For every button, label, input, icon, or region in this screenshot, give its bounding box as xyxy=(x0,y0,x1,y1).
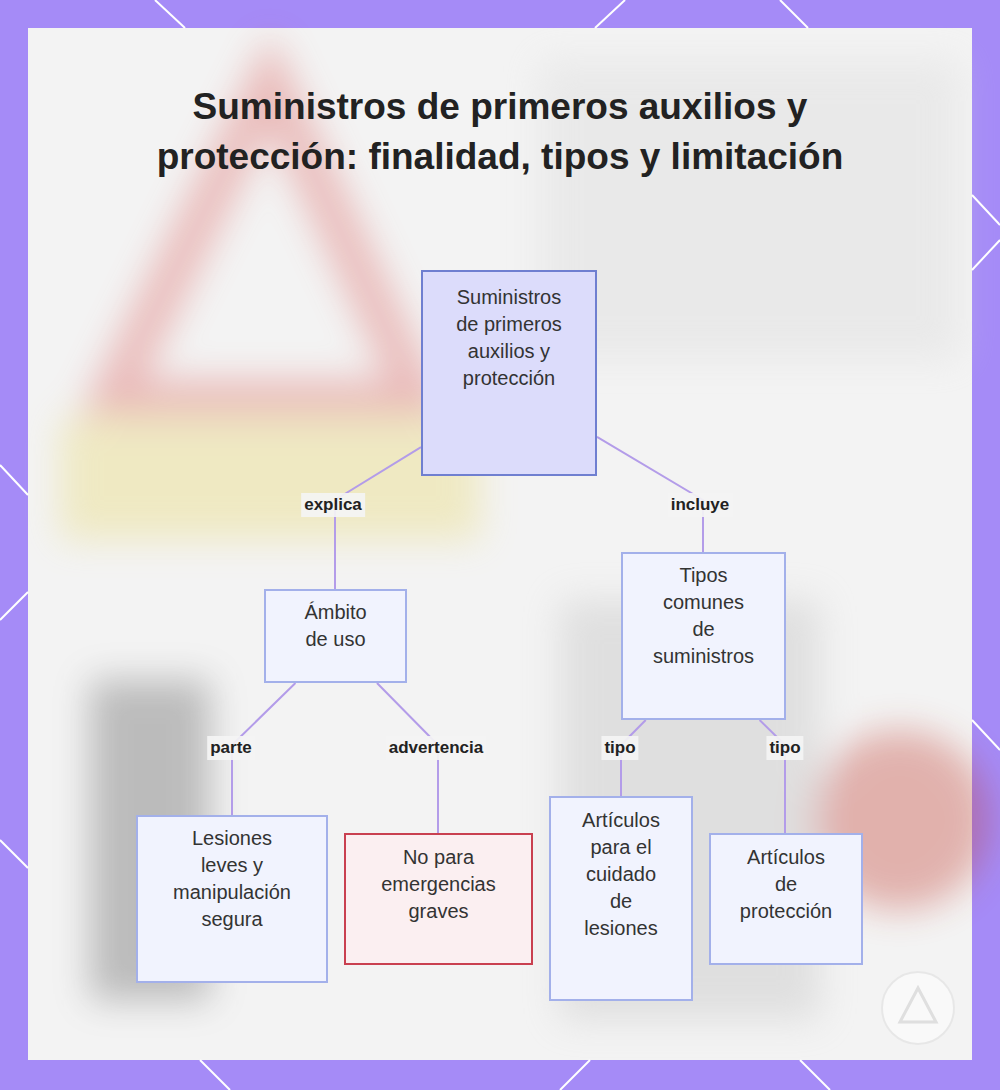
watermark-logo xyxy=(882,972,954,1044)
node-text: Suministros de primeros auxilios y prote… xyxy=(453,284,565,392)
node-text: Ámbito de uso xyxy=(296,599,375,653)
logo-circle xyxy=(882,972,954,1044)
frame-line xyxy=(972,240,1000,270)
edge-label: parte xyxy=(207,736,255,760)
blurred-triangle xyxy=(110,80,420,400)
frame-line xyxy=(200,1060,230,1090)
edge-label: explica xyxy=(301,493,365,517)
frame-line xyxy=(0,465,28,495)
concept-box: Ámbito de uso xyxy=(264,589,407,683)
concept-box: Artículos para el cuidado de lesiones xyxy=(549,796,693,1001)
blurred-shape xyxy=(60,420,480,540)
frame-line xyxy=(800,1060,830,1090)
frame-line xyxy=(972,720,1000,750)
node-text: Lesiones leves y manipulación segura xyxy=(171,825,293,933)
node-text: Tipos comunes de suministros xyxy=(651,562,756,670)
frame-line xyxy=(0,840,28,868)
edge-label: advertencia xyxy=(386,736,487,760)
node-text: Artículos para el cuidado de lesiones xyxy=(575,807,667,942)
node-text: Artículos de protección xyxy=(737,844,835,925)
concept-box: Lesiones leves y manipulación segura xyxy=(136,815,328,983)
logo-triangle xyxy=(900,988,936,1022)
frame-line xyxy=(595,0,625,28)
frame-line xyxy=(155,0,185,28)
connector-line xyxy=(335,447,421,589)
edge-label: tipo xyxy=(601,736,638,760)
edge-label: tipo xyxy=(766,736,803,760)
frame-line xyxy=(560,1060,590,1090)
inner-panel xyxy=(28,28,972,1060)
node-text: No para emergencias graves xyxy=(374,844,503,925)
concept-box: Artículos de protección xyxy=(709,833,863,965)
root-concept-box: Suministros de primeros auxilios y prote… xyxy=(421,270,597,476)
frame-line xyxy=(972,195,1000,225)
frame-line xyxy=(780,0,808,28)
edge-label: incluye xyxy=(668,493,733,517)
warning-box: No para emergencias graves xyxy=(344,833,533,965)
frame-line xyxy=(0,592,28,620)
blurred-photo xyxy=(60,60,990,1020)
diagram-title: Suministros de primeros auxilios y prote… xyxy=(140,82,860,182)
concept-box: Tipos comunes de suministros xyxy=(621,552,786,720)
